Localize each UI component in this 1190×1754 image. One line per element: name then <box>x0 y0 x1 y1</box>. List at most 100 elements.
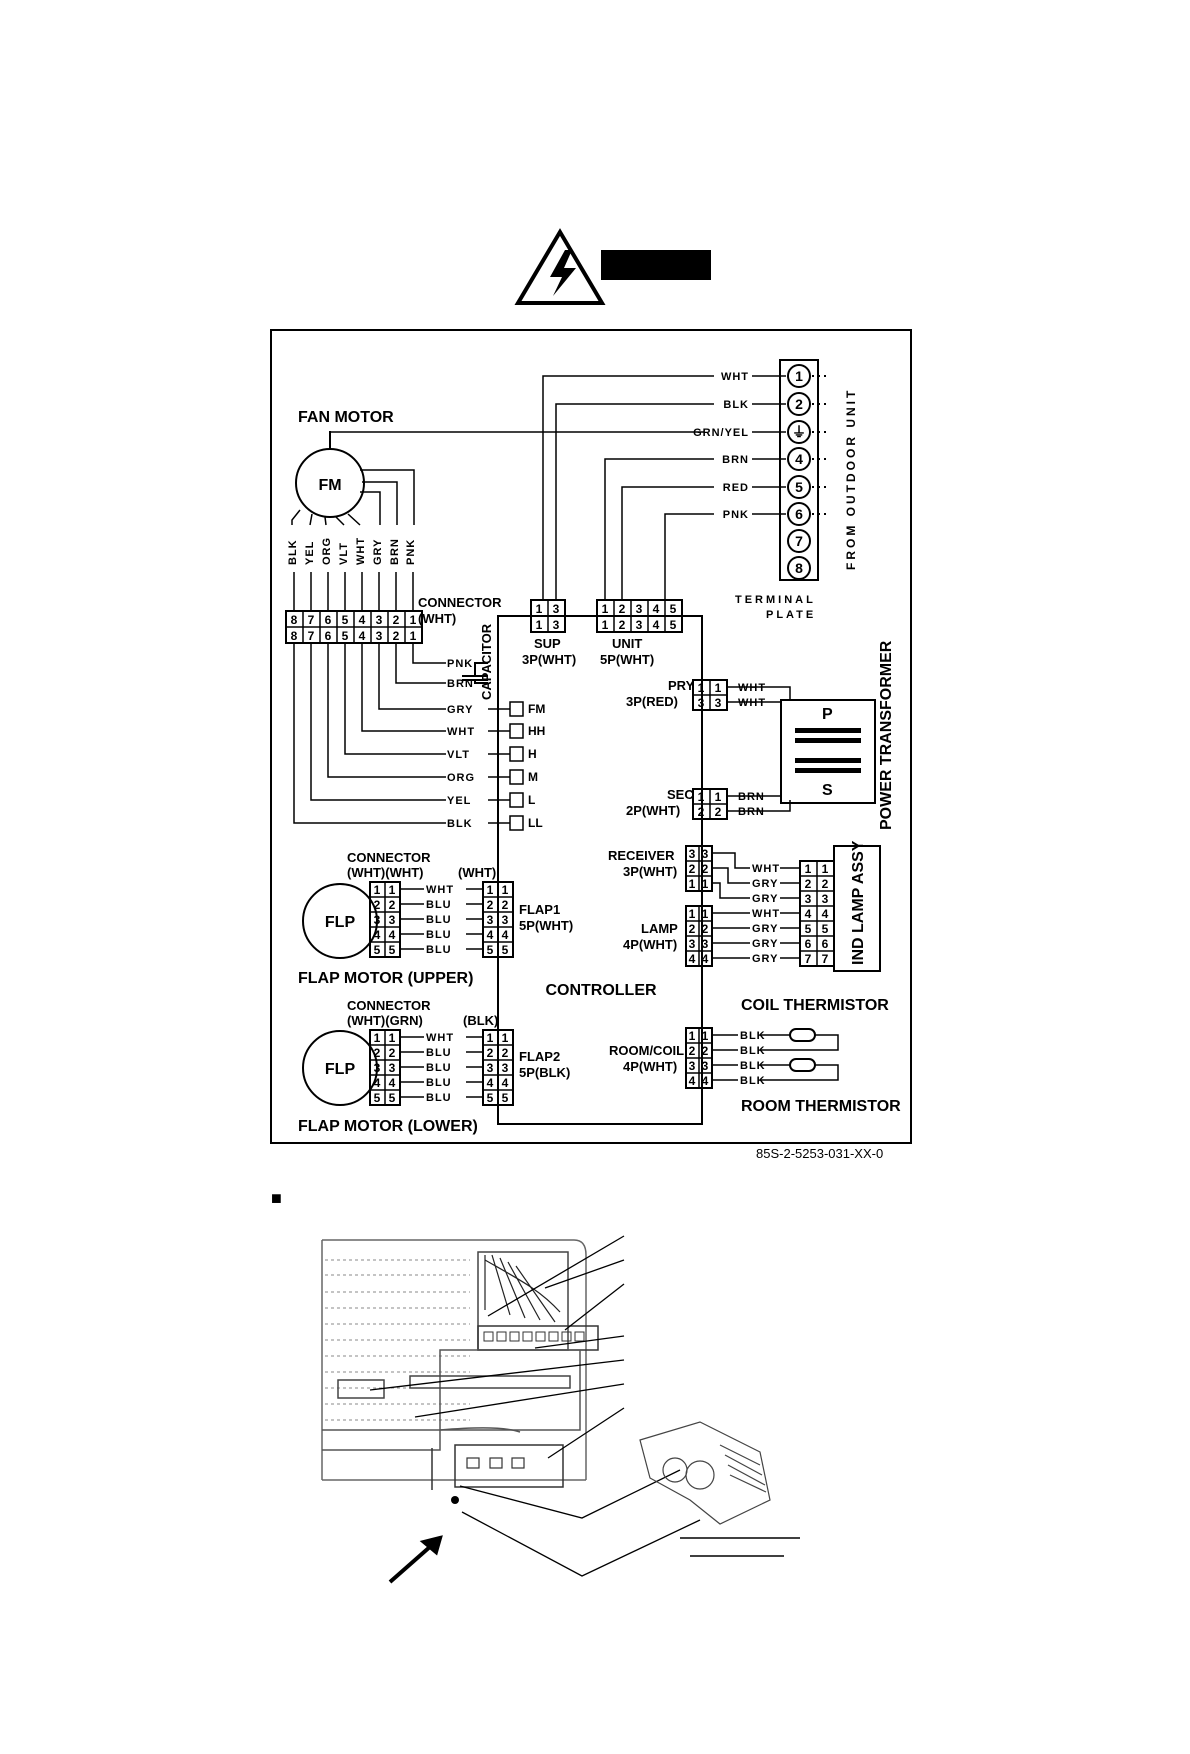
pin: 1 <box>698 681 705 695</box>
pry-wire: WHT <box>738 682 766 694</box>
flap-upper-wire: BLU <box>426 929 452 941</box>
flap1-name: FLAP1 <box>519 902 560 917</box>
transformer-secondary: S <box>822 782 833 799</box>
fm-wire-label: ORG <box>321 537 333 565</box>
lamp-name: LAMP <box>641 921 678 936</box>
fm-wire-label: GRY <box>372 539 384 565</box>
fan-tap-names: FM HH H M L LL <box>528 702 545 830</box>
flap-upper-board-type: (WHT) <box>458 865 496 880</box>
pry-name: PRY <box>668 678 695 693</box>
pin: 1 <box>805 862 812 876</box>
flap-lower-connector-title: CONNECTOR <box>347 998 431 1013</box>
tap-name: LL <box>528 816 543 830</box>
pin: 2 <box>374 1046 381 1060</box>
sec-wire: BRN <box>738 806 765 818</box>
sup-type: 3P(WHT) <box>522 652 576 667</box>
pin: 5 <box>822 922 829 936</box>
fan-connector-pins: 8 7 6 5 4 3 2 1 8 7 6 5 4 3 2 1 <box>291 613 417 643</box>
flap-upper-wire: BLU <box>426 914 452 926</box>
pin: 3 <box>715 696 722 710</box>
coil-thermistor-icon <box>789 1028 816 1042</box>
terminal-plate-title-1: TERMINAL <box>735 594 816 606</box>
terminal-number: 1 <box>795 368 803 384</box>
pin: 3 <box>553 602 560 616</box>
thermistor-symbols <box>789 1028 816 1072</box>
pin: 1 <box>502 1031 509 1045</box>
pointer-arrow-icon <box>388 1535 443 1584</box>
pin: 5 <box>670 602 677 616</box>
fan-tap-terminals <box>509 701 524 831</box>
pin: 1 <box>602 618 609 632</box>
pin: 8 <box>291 613 298 627</box>
pin: 2 <box>487 1046 494 1060</box>
room-coil-wire: BLK <box>740 1030 766 1042</box>
flap1-type: 5P(WHT) <box>519 918 573 933</box>
pin: 5 <box>342 613 349 627</box>
flap-upper-wire: WHT <box>426 884 454 896</box>
room-thermistor-icon <box>789 1058 816 1072</box>
from-outdoor-unit-label: FROM OUTDOOR UNIT <box>844 388 858 570</box>
terminal-dotted-leads <box>812 375 830 515</box>
pin: 4 <box>689 952 696 966</box>
room-coil-name: ROOM/COIL <box>609 1043 684 1058</box>
flap-upper-motor-icon <box>302 883 378 959</box>
pin: 1 <box>502 883 509 897</box>
pin: 2 <box>502 898 509 912</box>
receiver-type: 3P(WHT) <box>623 864 677 879</box>
pin: 2 <box>487 898 494 912</box>
terminal-number: 2 <box>795 396 803 412</box>
pin: 1 <box>689 907 696 921</box>
fm-wire-label: VLT <box>338 542 350 565</box>
room-coil-wire: BLK <box>740 1060 766 1072</box>
terminal-wire: RED <box>723 482 749 494</box>
pin: 3 <box>822 892 829 906</box>
tap-wire: ORG <box>447 772 475 784</box>
warning-sign <box>514 228 711 305</box>
flap-lower-motor-icon <box>302 1030 378 1106</box>
pin: 5 <box>389 943 396 957</box>
tap-name: M <box>528 770 538 784</box>
pin: 6 <box>325 629 332 643</box>
sec-name: SEC <box>667 787 694 802</box>
flap2-name: FLAP2 <box>519 1049 560 1064</box>
receiver-wire: GRY <box>752 893 778 905</box>
tap-name: H <box>528 747 537 761</box>
tap-wire: BLK <box>447 818 473 830</box>
room-coil-wire: BLK <box>740 1075 766 1087</box>
terminal-plate-title-2: PLATE <box>766 609 816 621</box>
tap-wire: WHT <box>447 726 475 738</box>
tap-wire: PNK <box>447 658 473 670</box>
flap-lower-wire: BLU <box>426 1047 452 1059</box>
flap-upper-wire: BLU <box>426 944 452 956</box>
terminal-number: 5 <box>795 479 803 495</box>
pin: 5 <box>389 1091 396 1105</box>
pin: 4 <box>502 928 509 942</box>
pin: 5 <box>670 618 677 632</box>
room-thermistor-label: ROOM THERMISTOR <box>741 1098 901 1115</box>
lamp-wire: WHT <box>752 908 780 920</box>
transformer-primary: P <box>822 706 833 723</box>
pin: 4 <box>374 928 381 942</box>
fm-wires-to-connector <box>293 572 414 611</box>
pin: 2 <box>689 922 696 936</box>
tap-name: FM <box>528 702 545 716</box>
pin: 2 <box>715 805 722 819</box>
pin: 1 <box>389 1031 396 1045</box>
pin: 3 <box>374 913 381 927</box>
pin: 5 <box>805 922 812 936</box>
terminal-number: 8 <box>795 560 803 576</box>
tap-name: L <box>528 793 535 807</box>
pin: 7 <box>308 613 315 627</box>
tap-name: HH <box>528 724 545 738</box>
pin: 6 <box>805 937 812 951</box>
fan-tap-wire-labels: PNK BRN GRY WHT VLT ORG YEL BLK <box>447 658 475 830</box>
warning-label-box <box>601 250 711 280</box>
terminal-number: ⏚ <box>792 424 806 440</box>
flap-upper-motor-symbol: FLP <box>325 914 356 931</box>
pry-type: 3P(RED) <box>626 694 678 709</box>
pin: 3 <box>702 847 709 861</box>
pin: 5 <box>487 943 494 957</box>
pin: 3 <box>636 602 643 616</box>
fm-wire-label: WHT <box>355 537 367 565</box>
pin: 2 <box>619 618 626 632</box>
